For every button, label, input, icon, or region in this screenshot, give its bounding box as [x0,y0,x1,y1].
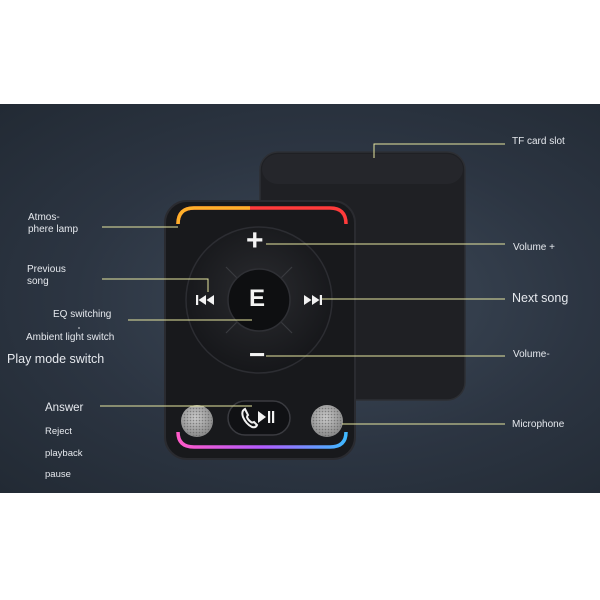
label-reject: Reject [45,426,72,437]
label-tf-card-slot: TF card slot [512,136,565,147]
label-pause: pause [45,469,71,480]
label-atmosphere-lamp: Atmos- phere lamp [28,212,79,235]
label-volume-minus: Volume- [513,349,550,360]
label-volume-plus: Volume + [513,242,555,253]
label-play-mode-switch: Play mode switch [7,352,105,366]
product-photo-panel: + E − TF card slot Atmos- phere lamp Vol… [0,104,600,493]
label-ambient-light-switch: Ambient light switch [26,332,115,343]
microphone-grille-icon [181,405,343,437]
eq-center-button[interactable]: E [249,285,266,312]
device-illustration [78,143,505,460]
label-eq-switching: EQ switching [53,309,112,320]
atmosphere-light-ring-bottom [176,431,348,449]
label-previous-song: Previous song [27,264,66,287]
volume-minus-symbol[interactable]: − [249,339,266,370]
volume-plus-symbol[interactable]: + [246,224,264,257]
next-track-icon [304,295,322,305]
previous-track-icon [196,295,214,305]
leader-lines [100,143,505,425]
label-playback: playback [45,448,83,459]
leader-previous [102,278,209,292]
label-answer: Answer [45,402,84,414]
label-next-song: Next song [512,291,569,305]
phone-play-pause-icon [241,407,275,429]
eq-center-button-body [227,268,291,332]
leader-tf-card [373,143,505,158]
label-microphone: Microphone [512,419,565,430]
